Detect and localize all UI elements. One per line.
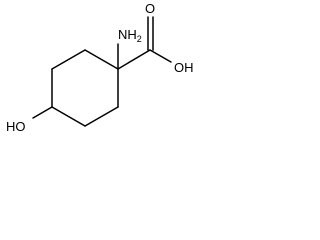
carboxyl-carbon-bond	[117, 49, 151, 70]
ring-bond-c3-c4	[51, 106, 86, 127]
cyclohexane-ring	[51, 49, 119, 127]
ring-bond-c5-c6	[51, 49, 86, 70]
carboxyl-hydroxyl-label: OH	[174, 60, 194, 75]
ring-bond-c2-c3	[84, 106, 119, 127]
ring-hydroxyl-label: HO	[6, 119, 26, 134]
ring-hydroxyl-bond	[32, 106, 53, 119]
chemical-structure: NH2 O OH HO	[6, 1, 194, 134]
amino-text: NH	[118, 27, 137, 42]
carboxyl-hydroxyl-bond	[149, 49, 172, 63]
amino-label: NH2	[118, 27, 142, 44]
ring-bond-c6-c1	[84, 49, 119, 70]
carbonyl-oxygen-label: O	[145, 1, 155, 16]
amino-subscript: 2	[137, 34, 142, 44]
